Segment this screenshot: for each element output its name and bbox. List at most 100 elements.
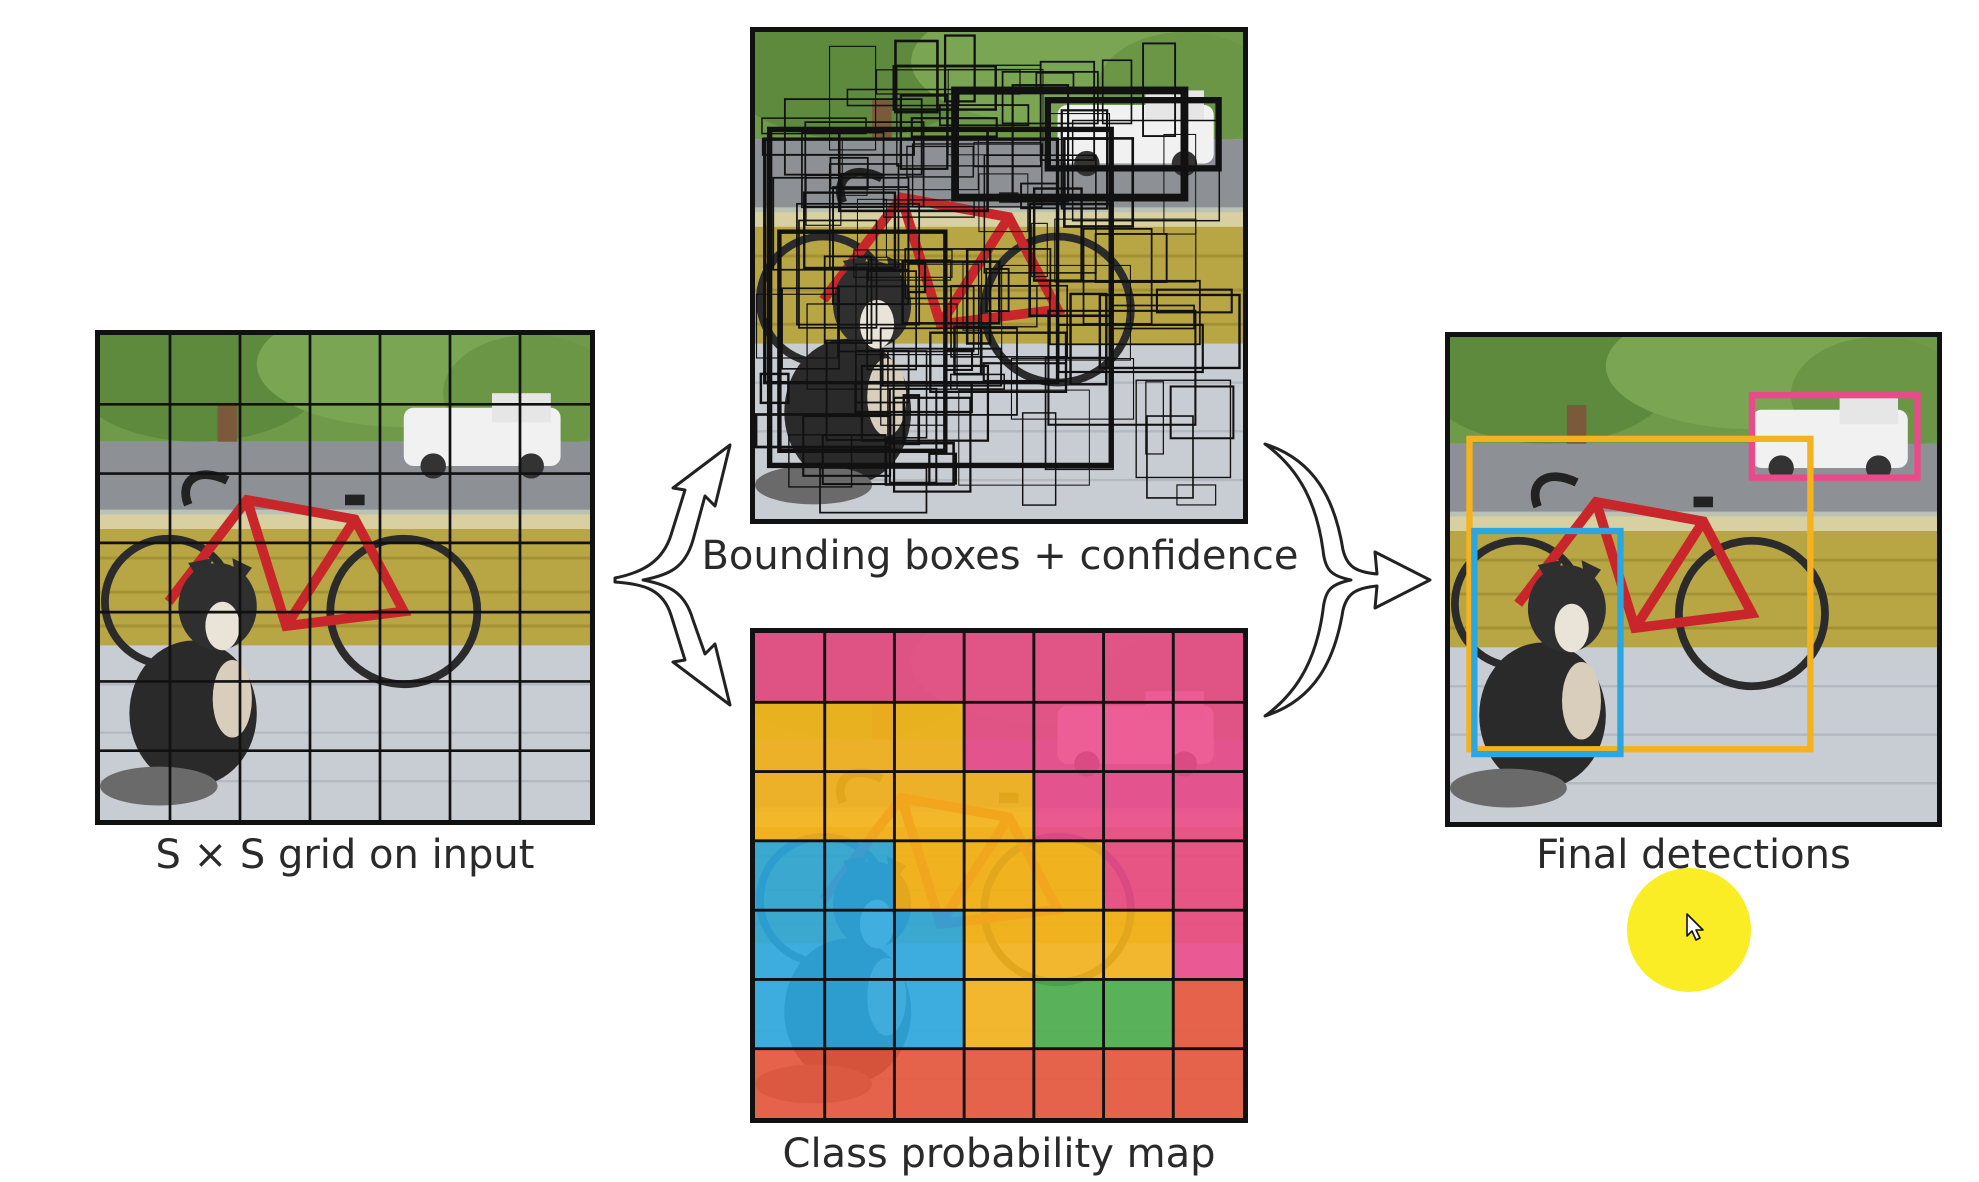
class-cell-red [755,1048,825,1118]
class-cell-blue [824,979,895,1049]
class-cell-pink [1103,702,1174,772]
class-cell-orange [1103,910,1174,980]
class-cell-green [1033,979,1104,1049]
class-cell-pink [1103,771,1174,841]
predicted-box [1063,137,1135,228]
predicted-box-strong [951,86,1189,202]
predicted-box [783,98,923,176]
predicted-box [856,198,887,258]
predicted-box [798,219,878,329]
final-detections-panel [1445,332,1942,827]
predicted-box [985,267,1010,312]
class-cell-red [964,1048,1034,1118]
pointer-cursor-icon [1686,913,1704,941]
class-cell-orange [894,840,965,911]
predicted-box [962,261,983,331]
predicted-box [1169,385,1235,440]
predicted-box [875,69,1021,95]
predicted-box [1145,381,1164,455]
class-cell-red [1173,979,1243,1049]
predicted-box [805,174,842,226]
input-grid-panel [95,330,595,825]
class-cell-pink [964,633,1034,703]
predicted-box [755,413,892,449]
predicted-box-strong [763,137,1060,385]
predicted-box [823,255,873,344]
class-cell-orange [964,771,1034,841]
class-cell-pink [1033,702,1104,772]
classmap-grid-lines [755,633,1243,1118]
detection-box-bicycle [1466,435,1814,753]
predicted-box [860,364,990,442]
class-cell-pink [1103,633,1174,703]
class-probability-panel [750,628,1248,1123]
class-cell-red [824,1048,895,1118]
class-cell-pink [824,633,895,703]
predicted-box [761,117,867,135]
predicted-box [982,362,1068,383]
predicted-box [883,199,975,218]
class-cell-orange [755,702,825,772]
merge-arrow-icon [1263,442,1432,718]
class-cell-blue [894,979,965,1049]
predicted-box [1155,288,1233,314]
predicted-box [853,249,953,278]
detection-boxes [1466,392,1921,758]
predicted-box [788,434,853,488]
predicted-box [938,104,1030,127]
predicted-box [958,389,1090,486]
split-arrow-icon [613,443,732,707]
class-cell-orange [894,702,965,772]
bounding-box-overlay [755,34,1241,514]
predicted-box [879,327,1018,416]
class-cell-orange [1033,840,1104,911]
class-cell-pink [1173,702,1243,772]
class-cell-pink [1173,840,1243,911]
predicted-box [978,173,1029,233]
predicted-box [1135,379,1232,479]
class-cell-red [1173,1048,1243,1118]
class-cell-orange [824,702,895,772]
predicted-box [796,202,921,326]
class-cell-blue [824,840,895,911]
caption-boxes: Bounding boxes + confidence [701,533,1299,579]
predicted-box [1010,358,1135,420]
predicted-box [1001,264,1131,361]
predicted-box [943,34,976,103]
detection-box-dog [1471,527,1624,758]
predicted-box [866,270,918,371]
predicted-box [1069,292,1108,386]
class-cell-orange [964,979,1034,1049]
predicted-box [892,396,972,493]
predicted-box [819,467,928,514]
class-cell-pink [1103,840,1174,911]
predicted-box [806,303,958,390]
class-cell-blue [755,910,825,980]
class-cell-pink [1173,633,1243,703]
predicted-box [1163,133,1197,235]
predicted-box [894,39,939,114]
class-cell-pink [1173,910,1243,980]
predicted-box [902,394,921,446]
class-cell-pink [964,702,1034,772]
predicted-box [828,45,877,151]
class-cell-orange [964,840,1034,911]
predicted-box [1098,293,1241,370]
class-cell-pink [1173,771,1243,841]
predicted-box [829,156,869,190]
predicted-box-strong [777,229,948,454]
predicted-box [983,154,1097,274]
input-grid-lines [100,335,590,820]
predicted-box [887,350,928,439]
predicted-box [928,452,958,485]
class-cell-orange [1033,910,1104,980]
predicted-box [1176,484,1217,506]
class-cell-pink [755,633,825,703]
caption-classmap: Class probability map [782,1131,1216,1177]
predicted-box [1094,233,1168,283]
bounding-boxes-panel [750,27,1248,524]
class-probability-grid [755,633,1243,1118]
predicted-box [906,145,974,178]
class-cell-red [1033,1048,1104,1118]
class-cell-blue [755,979,825,1049]
